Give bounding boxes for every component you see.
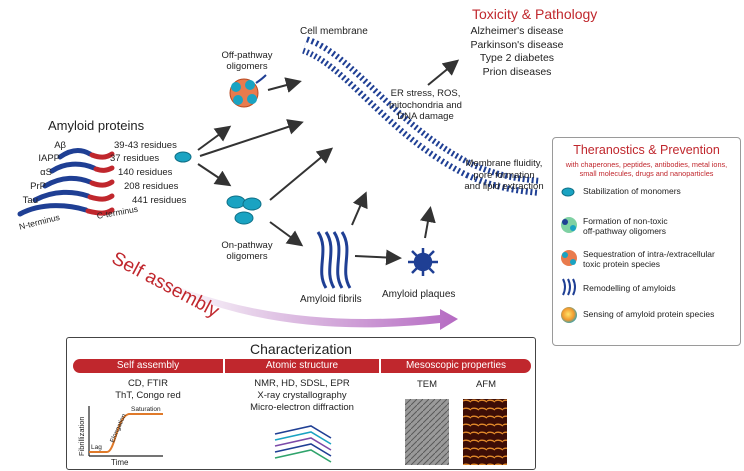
plot-saturation-label: Saturation xyxy=(131,406,161,413)
amyloid-plaque-shape xyxy=(408,248,438,276)
protein-name: IAPP xyxy=(38,153,60,164)
method-line: CD, FTIR xyxy=(127,378,169,389)
protein-name: Aβ xyxy=(54,140,66,151)
method-line: TEM xyxy=(416,379,438,390)
toxicity-title: Toxicity & Pathology xyxy=(472,6,598,22)
amyloid-fibrils-label: Amyloid fibrils xyxy=(300,294,362,305)
method-line: AFM xyxy=(475,379,497,390)
protein-name: αS xyxy=(40,167,52,178)
cell-membrane xyxy=(301,36,541,196)
section-header: Mesoscopic properties xyxy=(381,359,531,373)
protein-name: PrP xyxy=(30,181,46,192)
membrane-fluidity-label: Membrane fluidity, pore formation and li… xyxy=(464,158,544,192)
theranostics-panel: Theranostics & Prevention with chaperone… xyxy=(552,137,741,346)
sigmoid-curve xyxy=(89,413,163,453)
therapy-item: Sensing of amyloid protein species xyxy=(583,309,715,319)
atomic-structure-image xyxy=(274,425,332,463)
therapy-item: Stabilization of monomers xyxy=(583,186,681,196)
amyloid-plaques-label: Amyloid plaques xyxy=(382,289,456,300)
residue-count: 140 residues xyxy=(118,167,173,178)
fibrillization-plot xyxy=(88,406,163,457)
off-pathway-label: Off-pathway oligomers xyxy=(221,50,273,72)
disease-list: Alzheimer's disease Parkinson's disease … xyxy=(462,25,572,79)
plot-lag-label: Lag xyxy=(91,444,102,451)
disease-item: Parkinson's disease xyxy=(470,38,564,51)
residue-count: 208 residues xyxy=(124,181,179,192)
theranostics-subtitle: with chaperones, peptides, antibodies, m… xyxy=(565,160,728,178)
pathway-arrows xyxy=(197,59,460,266)
amyloid-proteins-title: Amyloid proteins xyxy=(48,118,145,133)
section-header: Self assembly xyxy=(73,359,223,373)
therapy-item: Sequestration of intra-/extracellular to… xyxy=(583,249,715,269)
off-pathway-oligomer xyxy=(229,74,267,108)
plot-ylabel: Fibrillization xyxy=(77,416,86,456)
sequestration-icon xyxy=(561,250,577,266)
method-line: NMR, HD, SDSL, EPR xyxy=(254,378,350,389)
method-line: Micro-electron diffraction xyxy=(250,402,354,413)
oligomer-icon xyxy=(561,217,577,233)
method-line: X-ray crystallography xyxy=(257,390,347,401)
plot-xlabel: Time xyxy=(111,458,129,467)
method-line: ThT, Congo red xyxy=(115,390,181,401)
disease-item: Prion diseases xyxy=(482,65,552,78)
characterization-title: Characterization xyxy=(250,341,352,357)
remodel-icon xyxy=(562,278,576,296)
disease-item: Alzheimer's disease xyxy=(470,25,564,37)
residue-count: 441 residues xyxy=(132,195,187,206)
residue-count: 37 residues xyxy=(110,153,160,164)
tem-image xyxy=(405,399,449,465)
on-pathway-oligomer xyxy=(226,195,262,225)
self-assembly-arrow xyxy=(110,255,458,330)
protein-name: Tau xyxy=(22,195,38,206)
protein-bars xyxy=(17,147,115,217)
theranostics-icons xyxy=(561,187,577,323)
section-header: Atomic structure xyxy=(225,359,379,373)
characterization-panel: Characterization Self assembly Atomic st… xyxy=(66,337,536,470)
er-stress-label: ER stress, ROS, mitochondria and DNA dam… xyxy=(389,88,462,122)
characterization-header-bar: Self assembly Atomic structure Mesoscopi… xyxy=(73,359,531,373)
afm-image xyxy=(463,399,507,465)
disease-item: Type 2 diabetes xyxy=(479,52,555,64)
monomer-shape xyxy=(174,151,192,163)
amyloid-fibril-shape xyxy=(316,231,352,289)
sensing-icon xyxy=(561,307,577,323)
residue-count: 39-43 residues xyxy=(114,140,177,151)
on-pathway-label: On-pathway oligomers xyxy=(221,240,273,262)
therapy-item: Remodelling of amyloids xyxy=(583,283,676,293)
theranostics-title: Theranostics & Prevention xyxy=(573,143,720,157)
therapy-item: Formation of non-toxic off-pathway oligo… xyxy=(583,216,668,236)
monomer-icon xyxy=(561,187,575,197)
cell-membrane-label: Cell membrane xyxy=(300,26,368,37)
